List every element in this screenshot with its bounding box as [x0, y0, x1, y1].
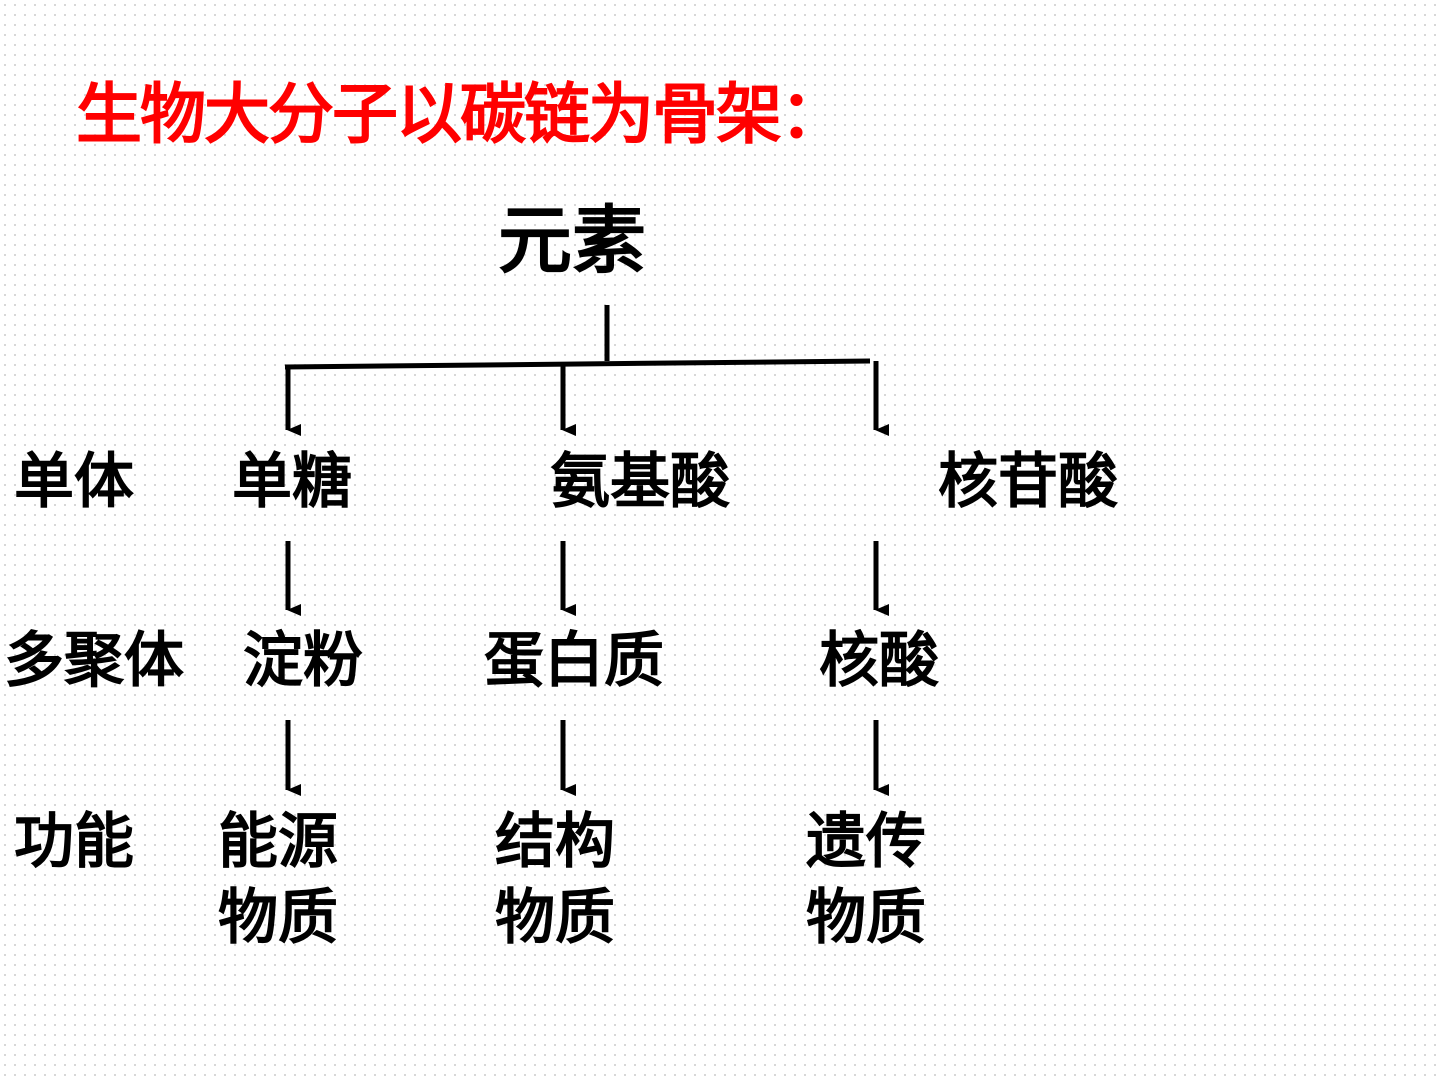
row-label-monomer: 单体 — [14, 447, 134, 517]
function-node-genetic: 遗传 物质 — [806, 804, 926, 956]
function-energy-line-2: 物质 — [218, 883, 338, 953]
slide-title: 生物大分子以碳链为骨架： — [76, 76, 846, 153]
monomer-node-nucleotide: 核苷酸 — [938, 447, 1118, 517]
function-genetic-line-1: 遗传 — [806, 807, 926, 877]
horizontal-bar-line — [284, 358, 871, 370]
function-energy-line-1: 能源 — [218, 807, 338, 877]
row-label-function: 功能 — [14, 807, 134, 877]
polymer-node-nucleic-acid: 核酸 — [819, 626, 939, 696]
root-node-elements: 元素 — [498, 198, 646, 284]
function-genetic-line-2: 物质 — [806, 883, 926, 953]
polymer-node-protein: 蛋白质 — [484, 626, 664, 696]
monomer-node-amino-acid: 氨基酸 — [550, 447, 730, 517]
polymer-node-starch: 淀粉 — [243, 626, 363, 696]
function-node-structure: 结构 物质 — [495, 804, 615, 956]
row-label-polymer: 多聚体 — [4, 626, 184, 696]
function-structure-line-1: 结构 — [495, 807, 615, 877]
monomer-node-monosaccharide: 单糖 — [232, 447, 352, 517]
function-structure-line-2: 物质 — [495, 883, 615, 953]
function-node-energy: 能源 物质 — [218, 804, 338, 956]
